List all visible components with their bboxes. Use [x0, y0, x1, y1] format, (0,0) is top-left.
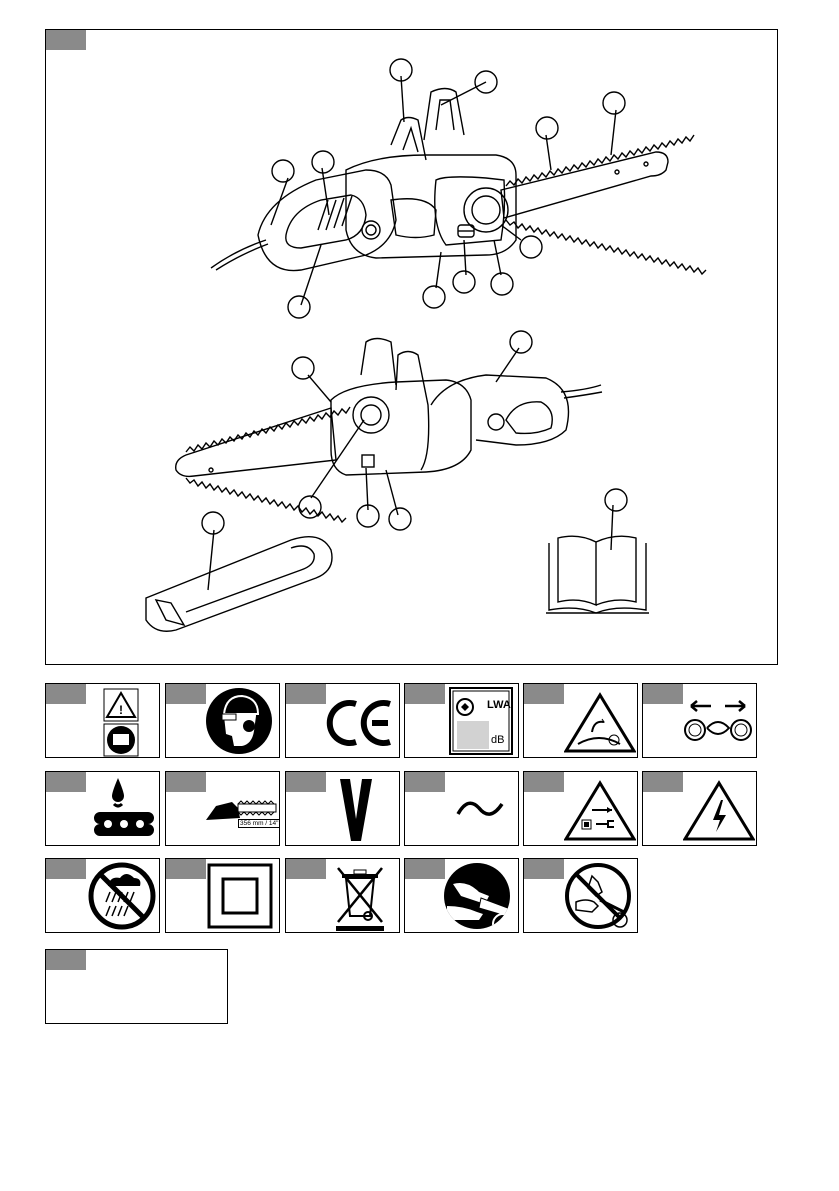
symbol-electric-hazard	[642, 771, 757, 846]
front-handle	[391, 118, 426, 161]
main-figure-panel	[45, 29, 778, 665]
symbol-ce-mark	[285, 683, 400, 758]
symbol-tag	[524, 859, 564, 879]
symbol-tag	[166, 859, 206, 879]
symbol-tag	[286, 772, 326, 792]
callout-16	[389, 508, 411, 530]
guide-bar	[501, 152, 668, 218]
symbol-tag	[46, 950, 86, 970]
chain-bar-length-label: 356 mm / 14"	[238, 819, 280, 828]
callout-6	[603, 92, 625, 114]
blank-info-box	[45, 949, 228, 1024]
symbol-voltage	[285, 771, 400, 846]
symbol-double-insulation	[165, 858, 280, 933]
symbol-tag	[524, 772, 564, 792]
symbol-warning-read-manual: !	[45, 683, 160, 758]
crossed-bin-icon	[332, 860, 388, 932]
symbol-kickback-warning	[523, 683, 638, 758]
callout-18	[605, 489, 627, 511]
callout-5	[536, 117, 558, 139]
hands-on-chain-icon	[443, 862, 511, 930]
warning-triangle-icon: !	[101, 687, 141, 757]
callout-13	[510, 331, 532, 353]
symbol-weee	[285, 858, 400, 933]
lightning-warning-icon	[683, 780, 755, 842]
sound-level-unit: dB	[491, 734, 504, 746]
manual-book-icon	[549, 543, 646, 613]
kickback-warning-icon	[564, 692, 636, 754]
saw-chain	[506, 135, 694, 186]
oil-drop-chain-icon	[92, 774, 156, 844]
symbol-tag	[405, 684, 445, 704]
callout-7	[520, 236, 542, 258]
rear-handle	[258, 170, 396, 271]
svg-text:!: !	[119, 703, 123, 717]
callout-9	[423, 286, 445, 308]
callout-1	[272, 160, 294, 182]
symbol-unplug-warning	[523, 771, 638, 846]
symbol-alternating-current	[404, 771, 519, 846]
callout-11	[491, 273, 513, 295]
symbol-tag	[405, 772, 445, 792]
symbol-tag	[166, 772, 206, 792]
symbol-chain-direction	[642, 683, 757, 758]
symbol-sound-power: LWA dB	[404, 683, 519, 758]
motor-housing-side	[331, 380, 471, 475]
symbol-no-hands	[523, 858, 638, 933]
no-hands-chain-icon	[564, 862, 632, 930]
symbol-chain-oil	[45, 771, 160, 846]
symbol-tag	[46, 772, 86, 792]
helmet-ear-protection-icon	[204, 686, 274, 756]
symbol-tag	[46, 684, 86, 704]
symbol-tag	[643, 684, 683, 704]
volt-v-icon	[339, 777, 373, 843]
symbol-no-rain	[45, 858, 160, 933]
chain-direction-icon	[681, 698, 755, 748]
chain-guard	[146, 537, 332, 632]
sprocket-cover	[435, 177, 505, 245]
ac-wave-icon	[455, 794, 505, 824]
symbol-bar-length: 356 mm / 14"	[165, 771, 280, 846]
symbol-head-protection	[165, 683, 280, 758]
callout-8	[288, 296, 310, 318]
symbol-tag	[405, 859, 445, 879]
sound-level-label: LWA	[487, 699, 511, 711]
callout-10	[453, 271, 475, 293]
callout-2	[312, 151, 334, 173]
double-insulation-icon	[207, 863, 273, 929]
symbol-tag	[286, 684, 326, 704]
symbol-tag	[166, 684, 206, 704]
callout-12	[292, 357, 314, 379]
symbol-tag	[286, 859, 326, 879]
symbol-handling-chain	[404, 858, 519, 933]
chainsaw-illustration	[46, 30, 777, 664]
ce-mark-icon	[326, 698, 396, 748]
symbol-tag	[46, 859, 86, 879]
unplug-warning-icon	[564, 780, 636, 842]
symbol-tag	[643, 772, 683, 792]
no-rain-icon	[88, 862, 156, 930]
callout-17	[202, 512, 224, 534]
symbol-tag	[524, 684, 564, 704]
